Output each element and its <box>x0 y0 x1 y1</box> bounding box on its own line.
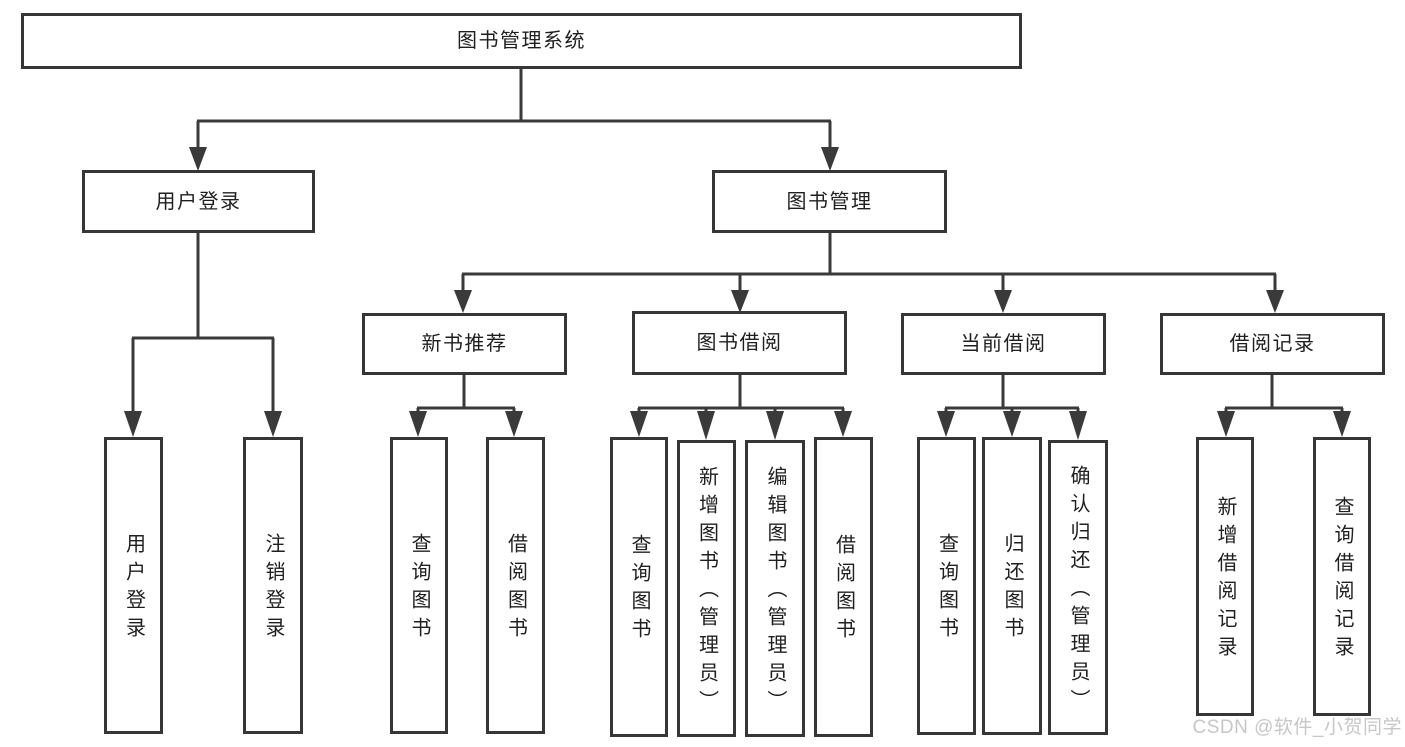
node-new-book-recommend: 新书推荐 <box>362 313 567 375</box>
node-root: 图书管理系统 <box>21 13 1022 69</box>
node-book-management: 图书管理 <box>712 170 947 233</box>
node-recommend-query-books: 查询图书 <box>390 437 448 734</box>
node-book-borrowing: 图书借阅 <box>632 311 847 375</box>
node-current-borrowing: 当前借阅 <box>901 313 1106 375</box>
node-borrowing-records: 借阅记录 <box>1160 313 1385 375</box>
node-current-query-books: 查询图书 <box>917 437 976 735</box>
node-records-query-record: 查询借阅记录 <box>1313 437 1371 716</box>
node-user-login: 用户登录 <box>82 170 315 233</box>
node-current-confirm-return: 确认归还（管理员） <box>1048 440 1108 735</box>
node-borrowing-edit-books: 编辑图书（管理员） <box>745 440 805 737</box>
node-logout: 注销登录 <box>243 437 303 734</box>
watermark: CSDN @软件_小贺同学 <box>1192 717 1402 738</box>
node-login: 用户登录 <box>104 437 163 734</box>
node-records-add-record: 新增借阅记录 <box>1196 437 1254 716</box>
node-borrowing-add-books: 新增图书（管理员） <box>677 440 736 737</box>
node-borrowing-borrow-books: 借阅图书 <box>814 437 873 737</box>
arrowheads <box>124 147 1351 440</box>
node-recommend-borrow-books: 借阅图书 <box>486 437 545 734</box>
node-current-return-books: 归还图书 <box>982 437 1042 735</box>
node-borrowing-query-books: 查询图书 <box>610 437 668 737</box>
